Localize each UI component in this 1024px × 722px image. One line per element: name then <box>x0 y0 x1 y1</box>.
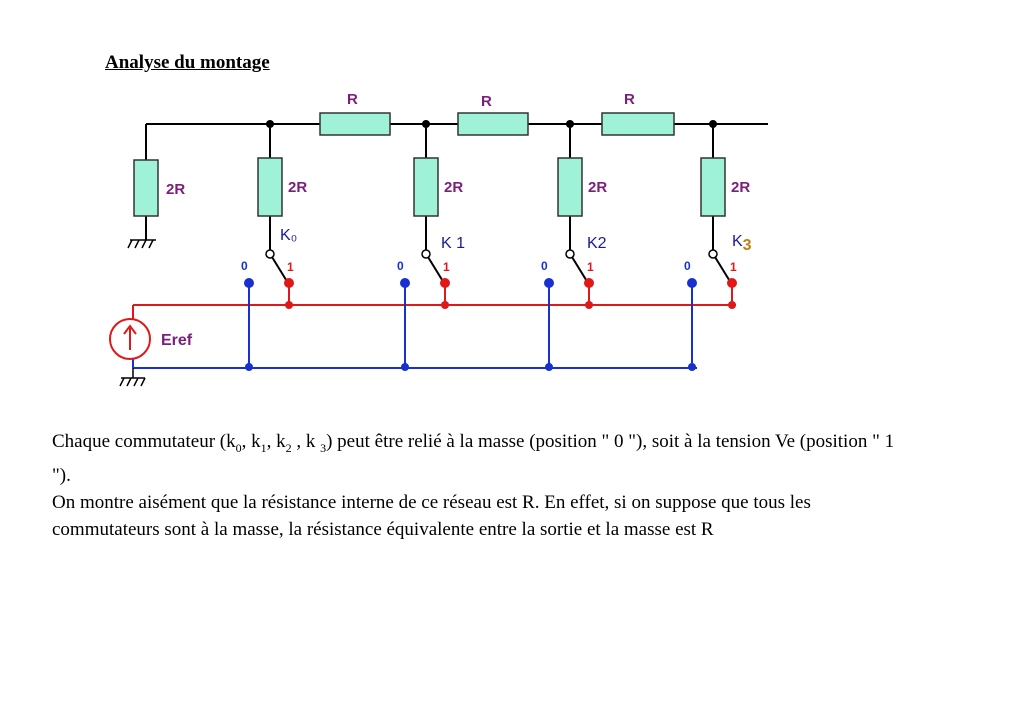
pos1-label-2: 1 <box>587 260 594 274</box>
resistor-r-3 <box>601 112 675 136</box>
switch-blade-3 <box>714 256 732 284</box>
series-label-2: R <box>481 93 492 110</box>
paragraph-resistance: On montre aisément que la résistance int… <box>52 491 811 540</box>
body-text: Chaque commutateur (k0, k1, k2 , k 3) pe… <box>52 428 912 543</box>
pos0-label-2: 0 <box>541 259 548 273</box>
shunt-label-3: 2R <box>731 179 750 196</box>
ground-icon <box>127 239 156 249</box>
switch-branch-3: 2R 0 1 K3 <box>684 124 752 371</box>
switch-label-2: K2 <box>587 235 607 252</box>
switch-blade-2 <box>571 256 589 284</box>
switch-blade-1 <box>427 256 445 284</box>
pos0-label-3: 0 <box>684 259 691 273</box>
pos0-label-1: 0 <box>397 259 404 273</box>
pos1-label-0: 1 <box>287 260 294 274</box>
shunt-label-0: 2R <box>288 179 307 196</box>
switch-blade-0 <box>271 256 289 284</box>
resistor-2r-3 <box>700 157 726 217</box>
pos1-label-1: 1 <box>443 260 450 274</box>
ground-icon <box>119 368 146 387</box>
shunt-label-1: 2R <box>444 179 463 196</box>
series-label-1: R <box>347 91 358 108</box>
resistor-r-2 <box>457 112 529 136</box>
shunt-label-terminal: 2R <box>166 181 185 198</box>
switch-label-0: K₀ <box>280 227 297 244</box>
resistor-2r-2 <box>557 157 583 217</box>
pos1-label-3: 1 <box>730 260 737 274</box>
series-label-3: R <box>624 91 635 108</box>
switch-label-3: K3 <box>732 233 752 254</box>
switch-branch-0: 2R 0 1 K₀ <box>241 124 307 371</box>
pos0-label-0: 0 <box>241 259 248 273</box>
resistor-2r-1 <box>413 157 439 217</box>
paragraph-commutateur: Chaque commutateur (k0, k1, k2 , k 3) pe… <box>52 431 895 486</box>
switch-branch-2: 2R 0 1 K2 <box>541 124 607 371</box>
resistor-r-1 <box>319 112 391 136</box>
resistor-2r-terminal <box>133 159 159 217</box>
switch-label-1: K 1 <box>441 235 465 252</box>
page-title: Analyse du montage <box>105 52 270 73</box>
voltage-source-icon <box>109 318 151 360</box>
r2r-ladder-diagram: 2R R R R Eref 2R 0 1 K₀ 2R 0 1 K 1 2R 0 1 K2 2R 0 1 K3 <box>109 91 768 387</box>
shunt-label-2: 2R <box>588 179 607 196</box>
source-label: Eref <box>161 332 193 349</box>
resistor-2r-0 <box>257 157 283 217</box>
switch-branch-1: 2R 0 1 K 1 <box>397 124 465 371</box>
